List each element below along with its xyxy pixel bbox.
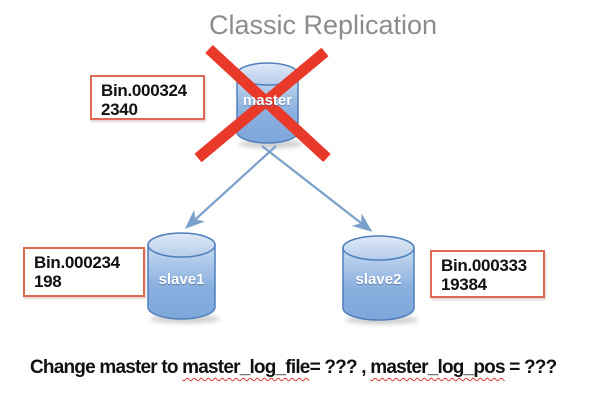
slave2-binlog-file: Bin.000333 xyxy=(441,256,527,275)
slave1-node-label: slave1 xyxy=(158,271,205,288)
page-title: Classic Replication xyxy=(208,10,438,40)
caption-master-log-file: master_log_file xyxy=(182,357,310,378)
slave1-cylinder xyxy=(147,232,216,320)
master-node-label: master xyxy=(242,92,293,109)
change-master-caption: Change master to master_log_file= ??? , … xyxy=(30,357,557,379)
master-binlog-file: Bin.000324 xyxy=(101,81,187,100)
slave2-cylinder-body xyxy=(342,247,415,321)
slave2-cylinder-top xyxy=(342,235,415,261)
caption-segment: = ??? xyxy=(504,357,557,378)
master-binlog-pos: 2340 xyxy=(101,100,138,119)
slave2-cylinder xyxy=(342,235,415,321)
slave2-binlog-box: Bin.000333 19384 xyxy=(430,250,545,298)
caption-segment: Change master to xyxy=(30,357,183,378)
slave1-binlog-pos: 198 xyxy=(34,272,62,291)
arrow-master-to-slave1 xyxy=(184,145,277,229)
slave1-binlog-box: Bin.000234 198 xyxy=(23,247,145,297)
arrow-master-to-slave2 xyxy=(261,145,373,232)
slave1-binlog-file: Bin.000234 xyxy=(34,253,120,272)
crossout-x-icon xyxy=(194,44,331,163)
caption-master-log-pos: master_log_pos xyxy=(370,357,505,378)
slave1-cylinder-body xyxy=(147,244,216,320)
master-binlog-box: Bin.000324 2340 xyxy=(90,75,205,120)
slave2-binlog-pos: 19384 xyxy=(441,275,487,294)
cross-stroke-2 xyxy=(194,47,329,163)
slave1-cylinder-top xyxy=(147,232,216,258)
caption-segment: = ??? , xyxy=(309,357,371,378)
slave2-node-label: slave2 xyxy=(355,271,402,288)
